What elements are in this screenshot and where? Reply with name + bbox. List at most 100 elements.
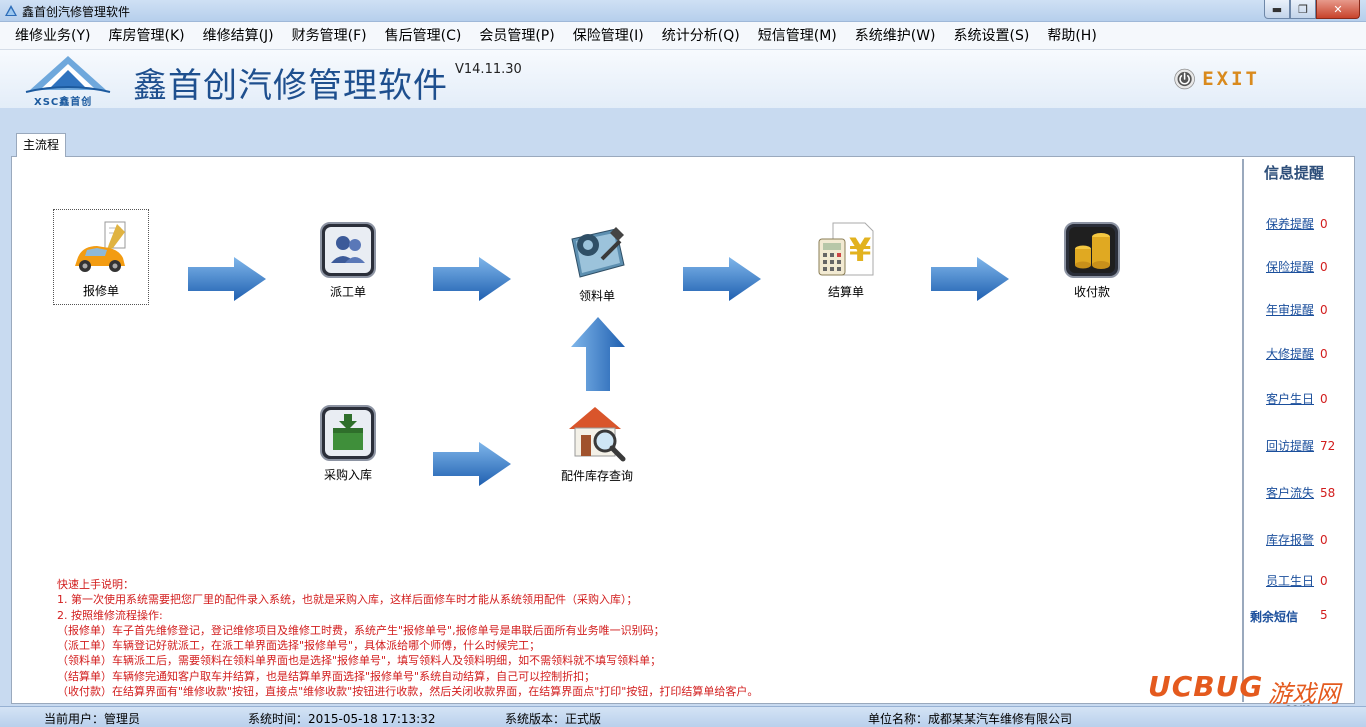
minimize-button[interactable]: ▬ — [1264, 0, 1290, 19]
exit-button[interactable]: EXIT — [1174, 62, 1260, 96]
arrow-right-icon — [931, 257, 1009, 301]
menu-after-sales[interactable]: 售后管理(C) — [384, 27, 462, 44]
reminder-count: 0 — [1320, 347, 1328, 361]
material-order-button[interactable]: 领料单 — [555, 221, 639, 304]
window-controls: ▬ ❐ ✕ — [1264, 0, 1360, 19]
instruction-line: （派工单）车辆登记好就派工，在派工单界面选择"报修单号"，具体派给哪个师傅，什么… — [57, 639, 541, 653]
material-order-label: 领料单 — [578, 289, 615, 303]
close-button[interactable]: ✕ — [1316, 0, 1360, 19]
watermark: UCBUG 游戏网 .com — [1148, 670, 1358, 720]
sms-remaining-label: 剩余短信 — [1250, 610, 1299, 624]
instruction-line: 2. 按照维修流程操作: — [57, 608, 163, 622]
workspace: 主流程 报修单 派工单 — [11, 131, 1355, 705]
box-in-icon — [320, 405, 376, 461]
reminder-link[interactable]: 回访提醒 — [1266, 439, 1315, 453]
status-time: 系统时间：2015-05-18 17:13:32 — [248, 712, 436, 726]
instruction-line: 快速上手说明： — [57, 578, 134, 591]
arrow-right-icon — [433, 257, 511, 301]
instruction-line: （结算单）车辆修完通知客户取车并结算，也是结算单界面选择"报修单号"系统自动结算… — [57, 669, 596, 683]
settlement-order-label: 结算单 — [827, 285, 864, 299]
reminder-link[interactable]: 员工生日 — [1266, 574, 1315, 588]
menu-sms[interactable]: 短信管理(M) — [757, 27, 837, 44]
minimize-icon: ▬ — [1271, 2, 1283, 16]
status-company: 单位名称：成都某某汽车维修有限公司 — [868, 712, 1073, 726]
reminder-count: 0 — [1320, 392, 1328, 406]
menu-warehouse[interactable]: 库房管理(K) — [108, 27, 185, 44]
arrow-right-icon — [683, 257, 761, 301]
menu-help[interactable]: 帮助(H) — [1047, 27, 1097, 44]
reminder-count: 72 — [1320, 439, 1336, 453]
menu-members[interactable]: 会员管理(P) — [479, 27, 555, 44]
arrow-up-icon — [571, 317, 625, 391]
purchase-in-button[interactable]: 采购入库 — [308, 404, 388, 483]
status-bar: 当前用户：管理员 系统时间：2015-05-18 17:13:32 系统版本：正… — [0, 706, 1366, 727]
menu-bar: 维修业务(Y) 库房管理(K) 维修结算(J) 财务管理(F) 售后管理(C) … — [0, 22, 1366, 50]
payment-label: 收付款 — [1073, 285, 1110, 299]
house-search-icon — [569, 407, 626, 462]
parts-stock-query-label: 配件库存查询 — [560, 469, 633, 483]
title-bar: 鑫首创汽修管理软件 ▬ ❐ ✕ — [0, 0, 1366, 22]
menu-settings[interactable]: 系统设置(S) — [953, 27, 1030, 44]
reminder-stock-alarm: 库存报警 0 — [1266, 531, 1328, 548]
reminder-count: 58 — [1320, 486, 1336, 500]
watermark-sub: 游戏网 — [1268, 680, 1340, 708]
info-panel-title: 信息提醒 — [1264, 164, 1325, 182]
settlement-order-button[interactable]: ¥ 结算单 — [806, 221, 886, 300]
reminder-link[interactable]: 大修提醒 — [1266, 347, 1315, 361]
quick-start-instructions: 快速上手说明： 1. 第一次使用系统需要把您厂里的配件录入系统，也就是采购入库，… — [57, 577, 957, 699]
reminder-overhaul: 大修提醒 0 — [1266, 345, 1328, 362]
instruction-line: （领料单）车辆派工后，需要领料在领料单界面也是选择"报修单号"，填写领料人及领料… — [57, 654, 662, 668]
window-title: 鑫首创汽修管理软件 — [22, 5, 131, 19]
reminder-customer-birthday: 客户生日 0 — [1266, 390, 1328, 407]
parts-stock-query-button[interactable]: 配件库存查询 — [547, 401, 647, 484]
menu-statistics[interactable]: 统计分析(Q) — [661, 27, 740, 44]
menu-maintenance[interactable]: 系统维护(W) — [854, 27, 936, 44]
reminder-count: 0 — [1320, 533, 1328, 547]
reminder-link[interactable]: 年审提醒 — [1266, 303, 1315, 317]
reminder-insurance: 保险提醒 0 — [1266, 258, 1328, 275]
coins-icon — [1064, 222, 1120, 278]
reminder-annual-review: 年审提醒 0 — [1266, 301, 1328, 318]
dispatch-order-button[interactable]: 派工单 — [308, 221, 388, 300]
sms-remaining-count: 5 — [1320, 608, 1328, 622]
workers-icon — [320, 222, 376, 278]
logo: XSC鑫首创 — [22, 54, 114, 108]
reminder-link[interactable]: 库存报警 — [1266, 533, 1315, 547]
instruction-line: （报修单）车子首先维修登记，登记维修项目及维修工时费，系统产生"报修单号",报修… — [57, 623, 665, 637]
reminder-link[interactable]: 保险提醒 — [1266, 260, 1315, 274]
reminder-link[interactable]: 客户生日 — [1266, 392, 1315, 406]
reminder-link[interactable]: 保养提醒 — [1266, 217, 1315, 231]
instruction-line: 1. 第一次使用系统需要把您厂里的配件录入系统，也就是采购入库，这样后面修车时才… — [57, 593, 638, 607]
reminder-customer-churn: 客户流失 58 — [1266, 484, 1335, 501]
menu-repair[interactable]: 维修业务(Y) — [15, 27, 91, 44]
arrow-right-icon — [188, 257, 266, 301]
tab-main-flow[interactable]: 主流程 — [16, 133, 67, 157]
reminder-count: 0 — [1320, 303, 1328, 317]
reminder-count: 0 — [1320, 574, 1328, 588]
close-icon: ✕ — [1333, 2, 1343, 16]
reminder-follow-up: 回访提醒 72 — [1266, 437, 1335, 454]
purchase-in-label: 采购入库 — [323, 468, 372, 482]
repair-order-button[interactable]: 报修单 — [53, 209, 149, 305]
svg-text:¥: ¥ — [849, 231, 871, 269]
menu-insurance[interactable]: 保险管理(I) — [572, 27, 644, 44]
reminder-link[interactable]: 客户流失 — [1266, 486, 1315, 500]
logo-mark-icon — [25, 56, 111, 93]
status-edition: 系统版本：正式版 — [505, 712, 602, 726]
reminder-employee-birthday: 员工生日 0 — [1266, 572, 1328, 589]
menu-finance[interactable]: 财务管理(F) — [291, 27, 367, 44]
calculator-icon: ¥ — [818, 222, 874, 276]
info-reminder-panel: 信息提醒 保养提醒 0 保险提醒 0 年审提醒 0 大修提醒 0 客户生日 0 回访提醒 7… — [1242, 159, 1352, 702]
maximize-icon: ❐ — [1298, 2, 1308, 16]
reminder-count: 0 — [1320, 260, 1328, 274]
instruction-line: （收付款）在结算界面有"维修收款"按钮，直接点"维修收款"按钮进行收款，然后关闭… — [57, 685, 759, 699]
menu-settlement[interactable]: 维修结算(J) — [202, 27, 274, 44]
repair-order-label: 报修单 — [82, 284, 119, 298]
maximize-button[interactable]: ❐ — [1290, 0, 1316, 19]
app-version: V14.11.30 — [455, 62, 522, 77]
car-icon — [75, 221, 126, 272]
reminder-count: 0 — [1320, 217, 1328, 231]
watermark-main: UCBUG — [1148, 670, 1264, 703]
payment-button[interactable]: 收付款 — [1052, 221, 1132, 300]
logo-text: XSC鑫首创 — [34, 97, 93, 108]
